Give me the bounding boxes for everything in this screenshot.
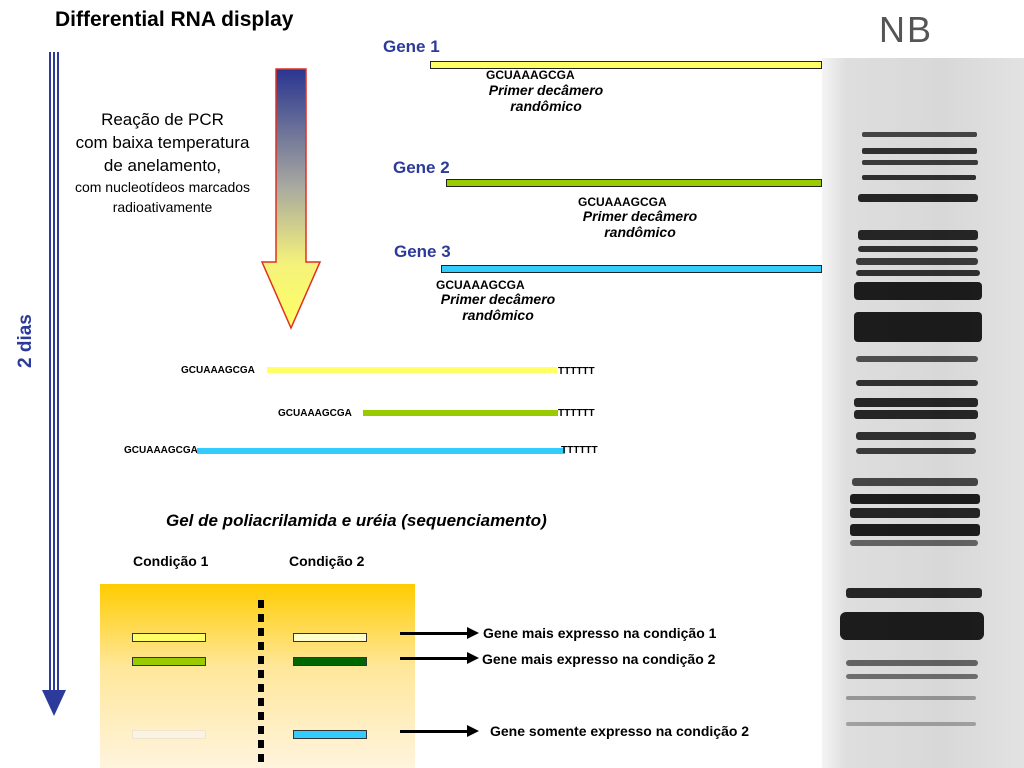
gene-3-primer-label: Primer decâmero randômico — [418, 291, 578, 323]
result-2-arrow-head — [467, 652, 479, 664]
gene-1-primer-label: Primer decâmero randômico — [466, 82, 626, 114]
result-1-arrow — [400, 632, 468, 635]
timeline-arrow — [42, 52, 66, 716]
band-c1-gene1 — [132, 633, 206, 642]
gene-1-primer-line2: randômico — [510, 98, 582, 114]
result-3-arrow — [400, 730, 468, 733]
gene-1-label: Gene 1 — [383, 37, 440, 56]
result-3-arrow-head — [467, 725, 479, 737]
blot-label: NB — [879, 9, 934, 50]
gel-title: Gel de poliacrilamida e uréia (sequencia… — [166, 511, 547, 530]
blot-photo: NB — [822, 0, 1024, 768]
band-c1-gene3 — [132, 730, 206, 739]
pcr-line-2: com baixa temperatura — [75, 133, 250, 152]
pcr-arrow — [260, 68, 322, 330]
gene-2-label: Gene 2 — [393, 158, 450, 177]
gene-1-primer-seq: GCUAAAGCGA — [486, 68, 575, 82]
blot-header — [822, 0, 1024, 58]
band-c2-gene2 — [293, 657, 367, 666]
condition-2-label: Condição 2 — [289, 553, 365, 569]
result-3-label: Gene somente expresso na condição 2 — [490, 723, 750, 739]
blot-bands — [840, 132, 984, 726]
product-2-tail: TTTTTT — [558, 408, 595, 419]
gene-2-primer-line1: Primer decâmero — [582, 208, 698, 224]
gene-3-strand — [441, 265, 822, 273]
product-1-seq: GCUAAAGCGA — [181, 365, 255, 376]
band-c1-gene2 — [132, 657, 206, 666]
gene-3-primer-line2: randômico — [462, 307, 534, 323]
pcr-line-1: Reação de PCR — [101, 110, 224, 129]
gene-2-primer-seq: GCUAAAGCGA — [578, 195, 667, 209]
pcr-line-5: radioativamente — [112, 199, 213, 215]
gene-3-label: Gene 3 — [394, 242, 451, 261]
result-1-label: Gene mais expresso na condição 1 — [483, 625, 717, 641]
gene-3-primer-line1: Primer decâmero — [440, 291, 556, 307]
pcr-description: Reação de PCR com baixa temperatura de a… — [40, 108, 285, 217]
condition-1-label: Condição 1 — [133, 553, 209, 569]
band-c2-gene1 — [293, 633, 367, 642]
pcr-line-4: com nucleotídeos marcados — [74, 179, 251, 195]
product-3-strand — [197, 448, 565, 454]
product-2-strand — [363, 410, 558, 416]
product-1-strand — [267, 367, 557, 373]
product-3-seq: GCUAAAGCGA — [124, 445, 198, 456]
gene-2-primer-label: Primer decâmero randômico — [560, 208, 720, 240]
gel-panel — [100, 584, 415, 768]
gene-2-strand — [446, 179, 822, 187]
page-title: Differential RNA display — [55, 8, 294, 31]
band-c2-gene3 — [293, 730, 367, 739]
gene-2-primer-line2: randômico — [604, 224, 676, 240]
result-1-arrow-head — [467, 627, 479, 639]
result-2-label: Gene mais expresso na condição 2 — [482, 651, 716, 667]
product-3-tail: TTTTTT — [561, 445, 598, 456]
gene-1-primer-line1: Primer decâmero — [488, 82, 604, 98]
gene-1-strand — [430, 61, 822, 69]
pcr-line-3: de anelamento, — [103, 156, 222, 175]
lane-divider — [258, 600, 264, 768]
gene-3-primer-seq: GCUAAAGCGA — [436, 278, 525, 292]
product-1-tail: TTTTTT — [558, 366, 595, 377]
result-2-arrow — [400, 657, 468, 660]
product-2-seq: GCUAAAGCGA — [278, 408, 352, 419]
timeline-label: 2 dias — [15, 314, 36, 368]
